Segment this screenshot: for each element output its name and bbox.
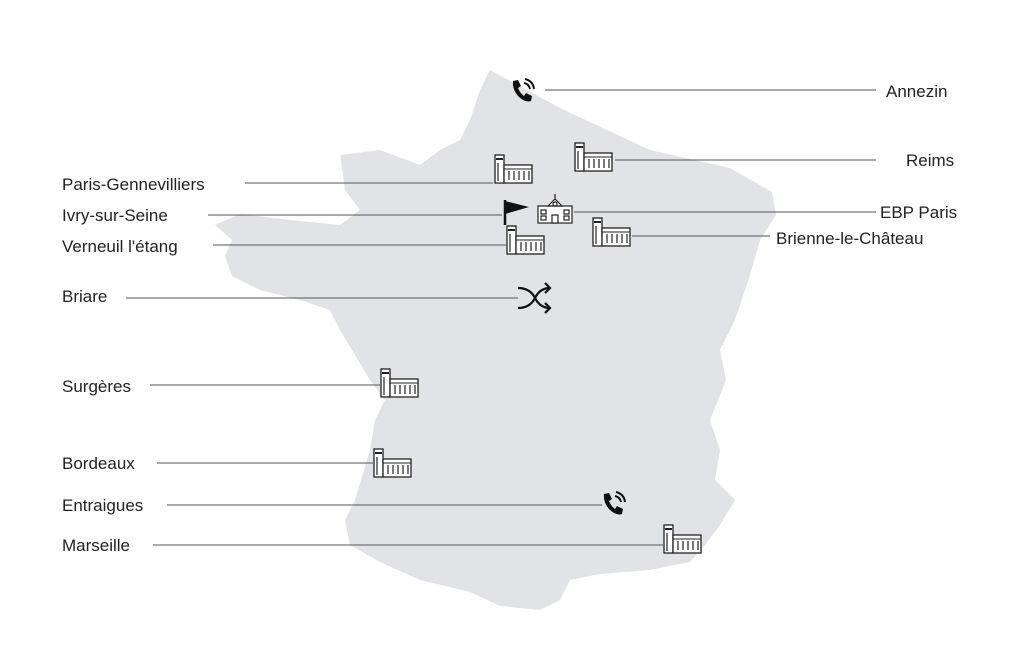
france-land <box>215 70 776 610</box>
location-label-brienne: Brienne-le-Château <box>776 229 924 248</box>
location-label-paris-gennevilliers: Paris-Gennevilliers <box>62 175 205 194</box>
location-label-surgeres: Surgères <box>62 377 131 396</box>
location-label-entraigues: Entraigues <box>62 496 144 515</box>
location-label-marseille: Marseille <box>62 536 131 555</box>
school-building-icon <box>537 194 573 224</box>
location-label-bordeaux: Bordeaux <box>62 454 135 473</box>
location-label-verneuil: Verneuil l'étang <box>62 237 178 256</box>
shuffle-icon <box>517 282 552 314</box>
location-label-annezin: Annezin <box>886 82 948 101</box>
flag-icon <box>503 200 529 225</box>
location-label-ebp-paris: EBP Paris <box>880 203 958 222</box>
location-label-ivry: Ivry-sur-Seine <box>62 206 168 225</box>
location-label-briare: Briare <box>62 287 108 306</box>
location-label-reims: Reims <box>906 151 955 170</box>
